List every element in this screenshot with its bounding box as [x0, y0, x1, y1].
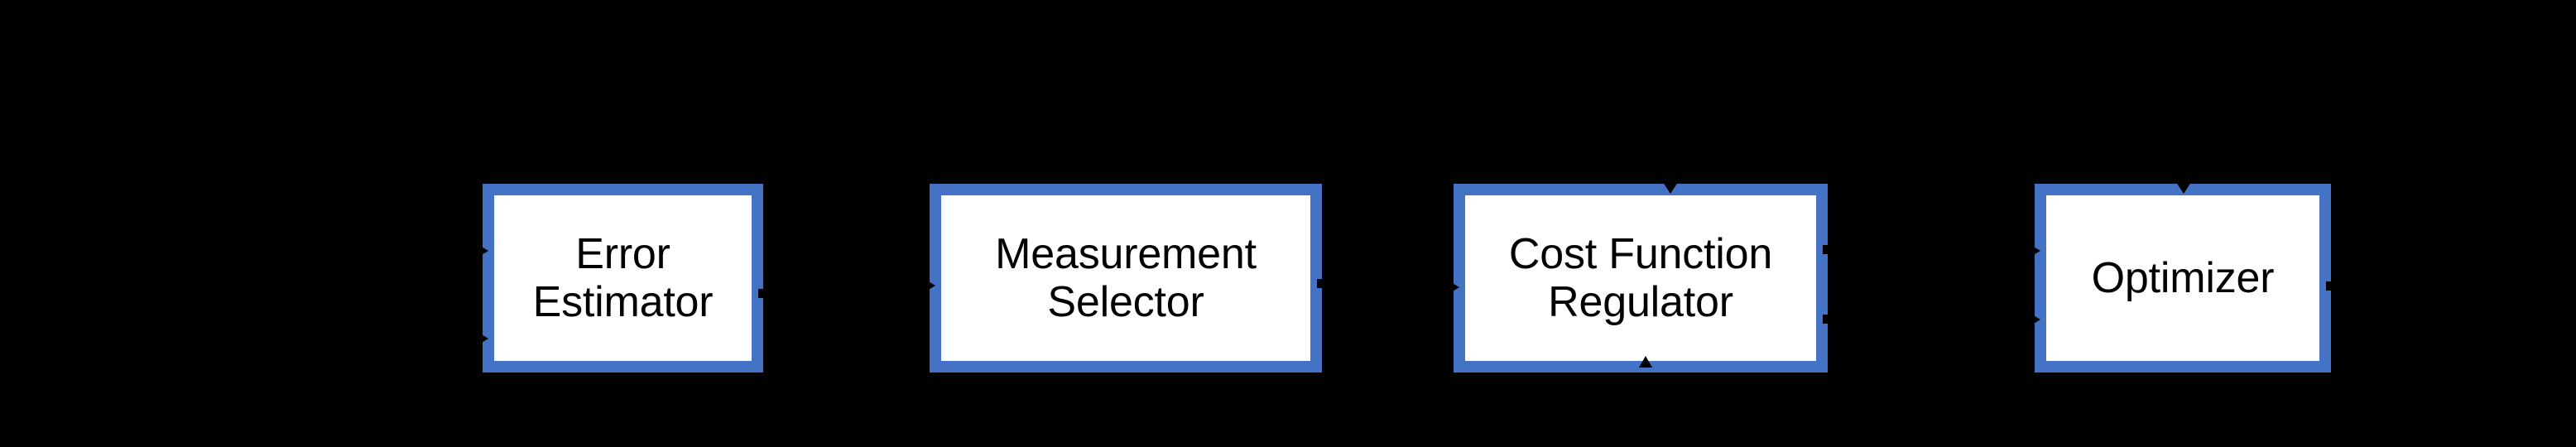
block-label-optimizer: Optimizer [2091, 253, 2275, 302]
block-cost-function-regulator[interactable]: Cost Function Regulator [1454, 184, 1828, 372]
block-label-cost-function-regulator: Cost Function Regulator [1508, 229, 1773, 326]
block-measurement-selector[interactable]: Measurement Selector [930, 184, 1322, 372]
block-error-estimator[interactable]: Error Estimator [483, 184, 763, 372]
block-label-measurement-selector: Measurement Selector [995, 229, 1257, 326]
block-label-error-estimator: Error Estimator [532, 229, 714, 326]
block-optimizer[interactable]: Optimizer [2035, 184, 2331, 372]
